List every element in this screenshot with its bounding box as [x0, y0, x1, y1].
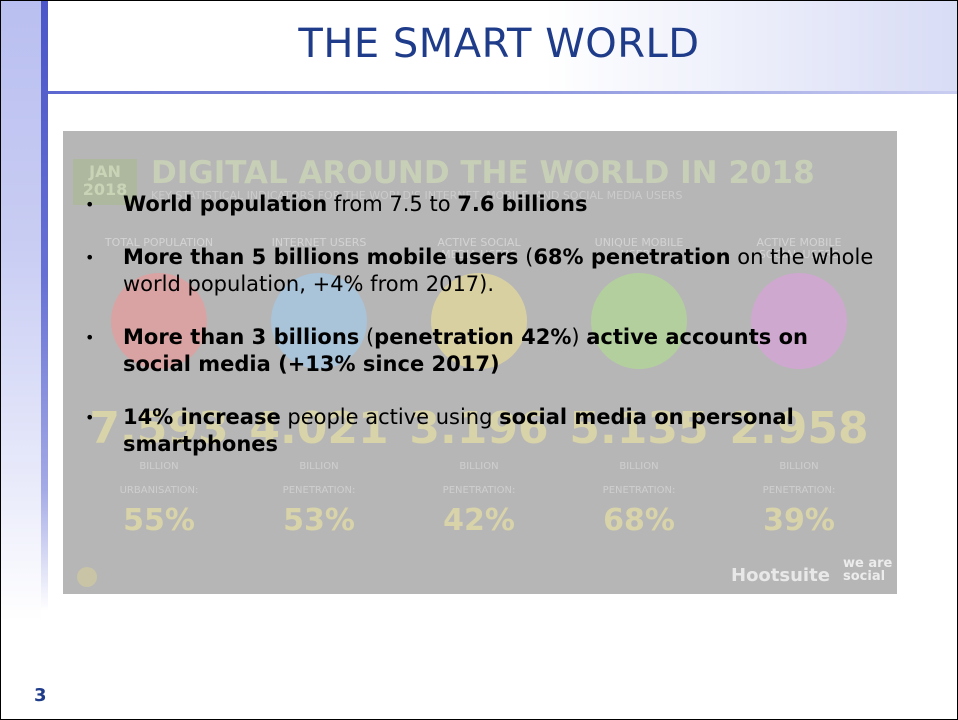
bullet-emphasis: social media on personal smartphones — [123, 405, 794, 456]
column-label: ACTIVE SOCIAL MEDIA USERS — [437, 236, 521, 261]
bullet-emphasis: More than 5 billions mobile users — [123, 245, 519, 269]
bullet-list: • World population from 7.5 to 7.6 billio… — [79, 191, 879, 484]
infographic-heading: DIGITAL AROUND THE WORLD IN 2018 — [151, 155, 815, 191]
column-label: UNIQUE MOBILE USERS — [594, 236, 684, 261]
stat-unit: BILLION — [139, 461, 179, 472]
bullet-text: from 7.5 to — [327, 192, 458, 216]
stat-metric-label: PENETRATION: — [762, 485, 836, 496]
left-accent-gradient — [1, 1, 41, 621]
column-label: TOTAL POPULATION — [104, 236, 214, 249]
stat-circle-icon — [271, 273, 367, 369]
bullet-text: people active using — [280, 405, 500, 429]
bullet-item: •More than 3 billions (penetration 42%) … — [79, 324, 879, 378]
bullet-emphasis: 68% penetration — [533, 245, 731, 269]
stat-metric-label: URBANISATION: — [119, 485, 199, 496]
we-are-social-logo: we are social — [843, 556, 893, 584]
stat-percentage: 55% — [123, 503, 195, 538]
stat-value: 2.958 — [729, 403, 869, 454]
stat-percentage: 68% — [603, 503, 675, 538]
stat-unit: BILLION — [459, 461, 499, 472]
hootsuite-logo: Hootsuite — [731, 565, 830, 586]
info-icon — [77, 567, 97, 587]
bullet-item: • 14% increase people active using social… — [79, 404, 879, 458]
stat-percentage: 39% — [763, 503, 835, 538]
slide-title: THE SMART WORLD — [298, 21, 700, 67]
bullet-emphasis: 14% increase — [123, 405, 281, 429]
bullet-dot-icon: • — [85, 328, 95, 347]
stat-value: 7.593 — [89, 403, 229, 454]
stat-value: 4.021 — [249, 403, 389, 454]
bullet-text: ( — [518, 245, 534, 269]
bullet-emphasis: 7.6 billions — [457, 192, 588, 216]
stat-metric-label: PENETRATION: — [282, 485, 356, 496]
stat-unit: BILLION — [619, 461, 659, 472]
bullet-item: • World population from 7.5 to 7.6 billio… — [79, 191, 879, 218]
left-accent-bar — [41, 1, 48, 611]
column-label: INTERNET USERS — [271, 236, 367, 249]
stat-unit: BILLION — [779, 461, 819, 472]
title-band — [41, 1, 957, 93]
stat-percentage: 42% — [443, 503, 515, 538]
stat-value: 5.135 — [569, 403, 709, 454]
bullet-emphasis: More than 3 billions — [123, 325, 360, 349]
stat-circle-icon — [591, 273, 687, 369]
bullet-emphasis: World population — [123, 192, 328, 216]
stat-circle-icon — [111, 273, 207, 369]
stat-unit: BILLION — [299, 461, 339, 472]
stat-circle-icon — [431, 273, 527, 369]
bullet-text: ( — [359, 325, 375, 349]
bullet-emphasis: penetration 42% — [374, 325, 572, 349]
bullet-dot-icon: • — [85, 195, 95, 214]
bullet-item: • More than 5 billions mobile users (68% … — [79, 244, 879, 298]
column-label: ACTIVE MOBILE SOCIAL USERS — [756, 236, 842, 261]
bullet-text: ) — [571, 325, 587, 349]
infographic-subheading: KEY STATISTICAL INDICATORS FOR THE WORLD… — [151, 189, 683, 202]
bullet-dot-icon: • — [85, 248, 95, 267]
stat-circle-icon — [751, 273, 847, 369]
page-number: 3 — [34, 685, 47, 706]
stat-value: 3.196 — [409, 403, 549, 454]
stat-metric-label: PENETRATION: — [442, 485, 516, 496]
stat-percentage: 53% — [283, 503, 355, 538]
date-badge: JAN 2018 — [73, 159, 137, 205]
bullet-emphasis: active accounts on social media (+13% si… — [123, 325, 808, 376]
stat-metric-label: PENETRATION: — [602, 485, 676, 496]
infographic-background: JAN 2018 DIGITAL AROUND THE WORLD IN 201… — [63, 131, 897, 594]
title-rule — [41, 91, 957, 94]
bullet-text: on the whole world population, +4% from … — [123, 245, 874, 296]
bullet-dot-icon: • — [85, 408, 95, 427]
